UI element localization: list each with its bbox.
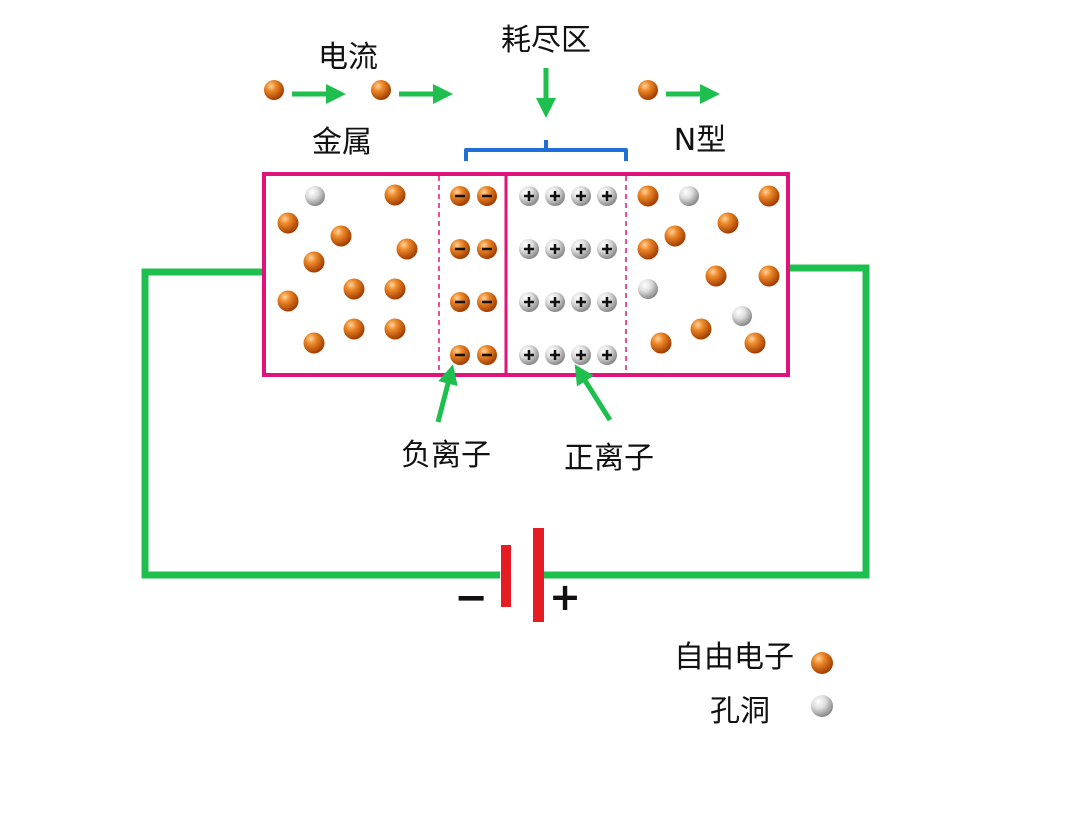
plus-sign bbox=[602, 297, 612, 307]
metal-electron bbox=[396, 238, 418, 260]
metal-electron bbox=[343, 318, 365, 340]
circuit-wire-right bbox=[540, 264, 870, 579]
plus-sign bbox=[524, 350, 534, 360]
plus-sign bbox=[524, 244, 534, 254]
metal-electron bbox=[384, 318, 406, 340]
metal-electron bbox=[277, 290, 299, 312]
legend-electron-marker bbox=[811, 652, 833, 674]
particles-layer bbox=[264, 80, 833, 717]
depletion-bracket bbox=[464, 140, 628, 161]
flow-electron bbox=[264, 80, 284, 100]
n-electron bbox=[758, 185, 780, 207]
flow-electron bbox=[638, 80, 658, 100]
n-electron bbox=[690, 318, 712, 340]
metal-electron bbox=[303, 332, 325, 354]
metal-label: 金属 bbox=[312, 125, 372, 160]
metal-electron bbox=[303, 251, 325, 273]
legend-hole-marker bbox=[811, 695, 833, 717]
metal-electron bbox=[330, 225, 352, 247]
plus-sign bbox=[550, 191, 560, 201]
legend-hole-label: 孔洞 bbox=[710, 694, 770, 729]
plus-sign bbox=[602, 350, 612, 360]
n-electron bbox=[637, 185, 659, 207]
plus-sign bbox=[550, 350, 560, 360]
plus-sign bbox=[576, 244, 586, 254]
plus-sign bbox=[550, 244, 560, 254]
n-type-label: N型 bbox=[674, 123, 726, 158]
current-label: 电流 bbox=[318, 40, 378, 75]
n-hole bbox=[679, 186, 699, 206]
plus-sign bbox=[524, 297, 534, 307]
circuit-wire bbox=[141, 268, 500, 579]
junction-box bbox=[262, 172, 790, 377]
battery-positive-plate bbox=[533, 528, 544, 622]
metal-electron bbox=[277, 212, 299, 234]
legend-electron-label: 自由电子 bbox=[674, 640, 794, 675]
positive-ion-label: 正离子 bbox=[564, 441, 654, 476]
metal-electron bbox=[384, 184, 406, 206]
metal-electron bbox=[384, 278, 406, 300]
metal-hole bbox=[305, 186, 325, 206]
positive-ion-arrow bbox=[574, 364, 613, 422]
plus-sign bbox=[524, 191, 534, 201]
plus-sign bbox=[576, 191, 586, 201]
n-electron bbox=[717, 212, 739, 234]
flow-electron bbox=[371, 80, 391, 100]
battery-plus-sign: + bbox=[549, 575, 581, 619]
negative-ion-arrow bbox=[435, 364, 458, 423]
plus-sign bbox=[602, 244, 612, 254]
n-hole bbox=[732, 306, 752, 326]
n-electron bbox=[637, 238, 659, 260]
battery-minus-sign: − bbox=[454, 575, 488, 621]
plus-sign bbox=[576, 350, 586, 360]
n-electron bbox=[758, 265, 780, 287]
metal-electron bbox=[343, 278, 365, 300]
n-electron bbox=[664, 225, 686, 247]
plus-sign bbox=[550, 297, 560, 307]
depletion-region-label: 耗尽区 bbox=[501, 23, 591, 58]
battery-negative-plate bbox=[501, 545, 511, 607]
n-electron bbox=[744, 332, 766, 354]
n-electron bbox=[650, 332, 672, 354]
negative-ion-label: 负离子 bbox=[401, 438, 491, 473]
plus-sign bbox=[576, 297, 586, 307]
n-electron bbox=[705, 265, 727, 287]
plus-sign bbox=[602, 191, 612, 201]
n-hole bbox=[638, 279, 658, 299]
